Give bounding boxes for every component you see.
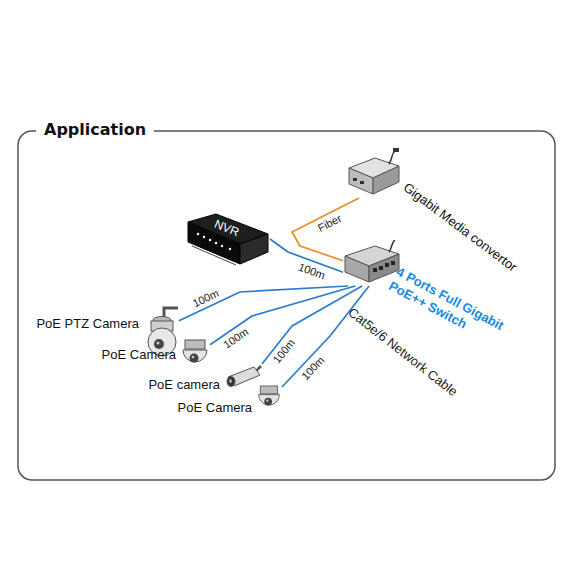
device-svg-shape xyxy=(345,148,401,198)
device-circle-shape xyxy=(197,233,199,235)
cable-length-label: 100m xyxy=(220,325,251,352)
poe-switch: 4 Ports Full Gigabit PoE++ Switch xyxy=(343,240,401,286)
network-cable xyxy=(179,286,348,321)
device-circle-shape xyxy=(229,248,231,250)
device-rect-shape xyxy=(391,261,395,265)
device-svg-shape xyxy=(224,364,264,390)
device-path-shape xyxy=(389,151,395,164)
device-polygon-shape xyxy=(349,168,373,194)
device-label: PoE Camera xyxy=(102,347,176,363)
dome-camera: PoE Camera xyxy=(180,338,210,372)
device-rect-shape xyxy=(353,178,357,181)
device-rect-shape xyxy=(260,386,277,394)
device-circle-shape xyxy=(264,398,272,406)
device-polygon-shape xyxy=(345,256,369,282)
device-polygon-shape xyxy=(228,367,260,386)
device-circle-shape xyxy=(266,400,268,402)
cable-length-label: 100m xyxy=(270,335,298,366)
device-label: PoE Camera xyxy=(178,400,252,416)
device-svg-shape xyxy=(180,338,210,372)
device-circle-shape xyxy=(221,245,223,247)
device-path-shape xyxy=(389,240,395,252)
device-polygon-shape xyxy=(240,234,268,264)
network-cable xyxy=(292,198,359,261)
nvr-recorder: NVR xyxy=(186,212,270,272)
application-frame xyxy=(18,131,555,480)
cable-length-label: 100m xyxy=(189,287,221,311)
bullet-camera: PoE camera xyxy=(224,364,264,390)
device-ellipse-shape xyxy=(229,379,232,383)
device-rect-shape xyxy=(185,340,205,349)
device-rect-shape xyxy=(379,266,383,270)
device-rect-shape xyxy=(373,268,377,272)
device-rect-shape xyxy=(385,263,389,267)
device-label: PoE PTZ Camera xyxy=(36,316,139,332)
dome-camera: PoE Camera xyxy=(256,384,282,414)
media-converter: Gigabit Media convertor xyxy=(345,148,401,198)
device-circle-shape xyxy=(192,356,195,359)
device-path-shape xyxy=(183,350,207,362)
device-line-shape xyxy=(192,246,236,265)
network-cable xyxy=(282,286,369,387)
device-circle-shape xyxy=(209,239,211,241)
device-svg-shape xyxy=(256,384,282,414)
device-label: Gigabit Media convertor xyxy=(400,180,520,276)
diagram-title: Application xyxy=(36,120,154,139)
device-ellipse-shape xyxy=(227,377,235,387)
device-circle-shape xyxy=(157,342,160,345)
device-label: PoE camera xyxy=(148,377,220,393)
device-rect-shape xyxy=(360,181,364,184)
device-rect-shape xyxy=(393,148,399,152)
device-circle-shape xyxy=(190,354,199,363)
cable-length-label: Fiber xyxy=(315,212,345,235)
device-polygon-shape xyxy=(373,166,399,194)
cable-length-label: 100m xyxy=(298,353,327,383)
cable-length-label: 100m xyxy=(296,260,328,282)
device-circle-shape xyxy=(203,236,205,238)
device-circle-shape xyxy=(215,242,217,244)
device-path-shape xyxy=(259,395,280,405)
